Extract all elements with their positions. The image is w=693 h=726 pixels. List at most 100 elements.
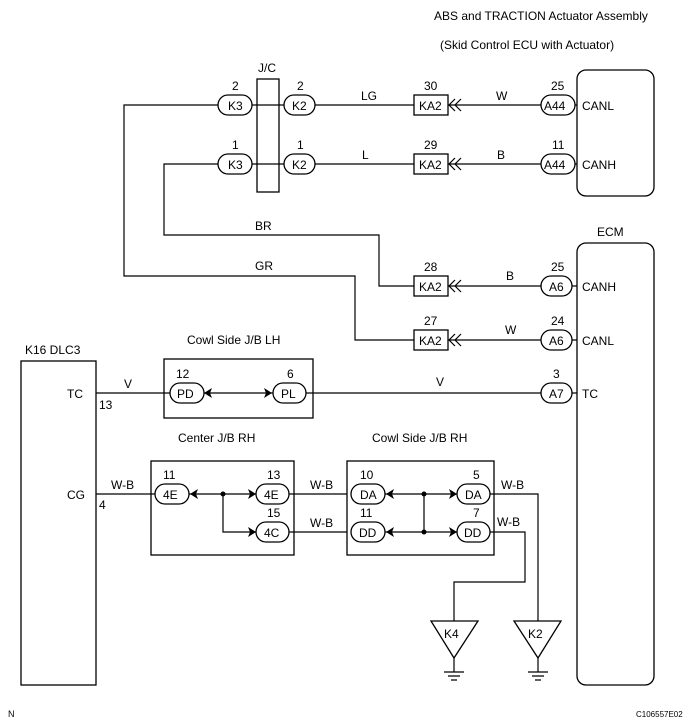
arrow-icon — [386, 489, 394, 499]
chevron-icon — [448, 333, 462, 347]
earth-icon — [444, 658, 464, 681]
arrow-icon — [386, 527, 394, 537]
chevron-icon — [448, 279, 462, 293]
pin-number: 2 — [297, 79, 304, 93]
pin-number: 3 — [553, 367, 560, 381]
jb-label: Center J/B RH — [178, 431, 255, 445]
wire-wb-link — [289, 493, 347, 533]
pin-number: 13 — [99, 398, 113, 412]
wire-color-label: W-B — [111, 478, 134, 492]
wire-color-label: W — [496, 89, 508, 103]
wire-color-label: W-B — [501, 478, 524, 492]
chevron-icon — [448, 98, 462, 112]
connector-a44-25 — [540, 94, 576, 116]
splice-dot — [421, 529, 427, 535]
terminal-label: CG — [67, 488, 85, 502]
pin-number: 5 — [473, 468, 480, 482]
terminal-label: CANL — [582, 99, 614, 113]
connector-a44-11 — [540, 153, 576, 175]
abs-title: ABS and TRACTION Actuator Assembly — [434, 9, 648, 23]
terminal-label: CANH — [582, 158, 616, 172]
wire-color-label: V — [436, 375, 444, 389]
terminal-label: CANH — [582, 280, 616, 294]
wire-color-label: W-B — [310, 478, 333, 492]
wire-color-label: L — [362, 148, 369, 162]
dlc3-label: K16 DLC3 — [25, 343, 81, 357]
connector-label: A6 — [549, 280, 564, 294]
connector-k3-bottom — [217, 153, 253, 175]
wire-color-label: W-B — [310, 516, 333, 530]
footer-mark: N — [8, 709, 15, 719]
wire-color-label: W-B — [497, 515, 520, 529]
connector-label: 4E — [264, 488, 279, 502]
wire-gr — [123, 104, 414, 341]
pin-number: 4 — [99, 498, 106, 512]
connector-da-10 — [350, 483, 386, 505]
pin-number: 2 — [232, 79, 239, 93]
jb-label: Cowl Side J/B RH — [372, 431, 467, 445]
connector-label: K2 — [292, 158, 307, 172]
connector-label: KA2 — [419, 334, 442, 348]
wire-color-label: GR — [255, 259, 273, 273]
cowl-rh-internal — [385, 493, 457, 533]
dlc3-box — [20, 360, 97, 686]
pin-number: 11 — [552, 138, 565, 152]
ground-k4-icon — [429, 620, 480, 660]
wire-color-label: B — [506, 269, 514, 283]
connector-label: KA2 — [419, 280, 442, 294]
splice-dot — [421, 491, 427, 497]
connector-label: KA2 — [419, 158, 442, 172]
pin-number: 25 — [551, 79, 565, 93]
pin-number: 28 — [424, 260, 438, 274]
wire-stubs — [567, 104, 577, 394]
connector-dd-11 — [350, 521, 386, 543]
terminal-label: TC — [67, 387, 83, 401]
pin-number: 15 — [267, 506, 281, 520]
jb-label: Cowl Side J/B LH — [187, 333, 280, 347]
abs-subtitle: (Skid Control ECU with Actuator) — [440, 38, 614, 52]
connector-label: A44 — [544, 158, 566, 172]
pin-number: 10 — [360, 468, 374, 482]
arrow-icon — [248, 489, 256, 499]
pin-number: 24 — [551, 314, 565, 328]
connector-label: K3 — [228, 99, 243, 113]
junction-connector — [256, 78, 280, 193]
connector-a6-24 — [540, 329, 573, 351]
arrow-icon — [449, 489, 457, 499]
pin-number: 27 — [424, 314, 438, 328]
splice-dot — [220, 491, 226, 497]
ecm-box — [576, 242, 655, 686]
pin-number: 30 — [424, 79, 438, 93]
connector-label: K3 — [228, 158, 243, 172]
connector-label: 4C — [264, 526, 280, 540]
pin-number: 29 — [424, 138, 438, 152]
arrow-icon — [204, 388, 212, 398]
wire-color-label: LG — [361, 89, 377, 103]
pin-number: 13 — [267, 468, 281, 482]
ground-label: K4 — [444, 627, 459, 641]
connector-pd — [169, 382, 205, 404]
figure-code: C106557E02 — [636, 710, 683, 719]
connector-label: A6 — [549, 334, 564, 348]
connector-k3-top — [217, 94, 253, 116]
connector-label: DD — [359, 526, 377, 540]
pin-number: 11 — [163, 468, 176, 482]
connector-label: DD — [464, 526, 482, 540]
pin-number: 7 — [473, 506, 480, 520]
connector-ka2-30 — [413, 94, 449, 116]
wire-color-label: W — [505, 323, 517, 337]
connector-label: PD — [177, 387, 194, 401]
connector-k2-top — [283, 94, 316, 116]
wire-br — [163, 163, 414, 287]
wire-color-label: V — [124, 377, 132, 391]
connector-ka2-28 — [413, 275, 449, 297]
earth-icon — [528, 658, 548, 681]
pin-number: 11 — [360, 506, 373, 520]
jc-label: J/C — [258, 61, 276, 75]
connector-label: A44 — [544, 99, 566, 113]
connector-label: DA — [465, 488, 482, 502]
connector-ka2-27 — [413, 329, 449, 351]
pin-number: 1 — [297, 138, 304, 152]
wire-color-label: B — [497, 148, 505, 162]
pin-number: 25 — [551, 260, 565, 274]
